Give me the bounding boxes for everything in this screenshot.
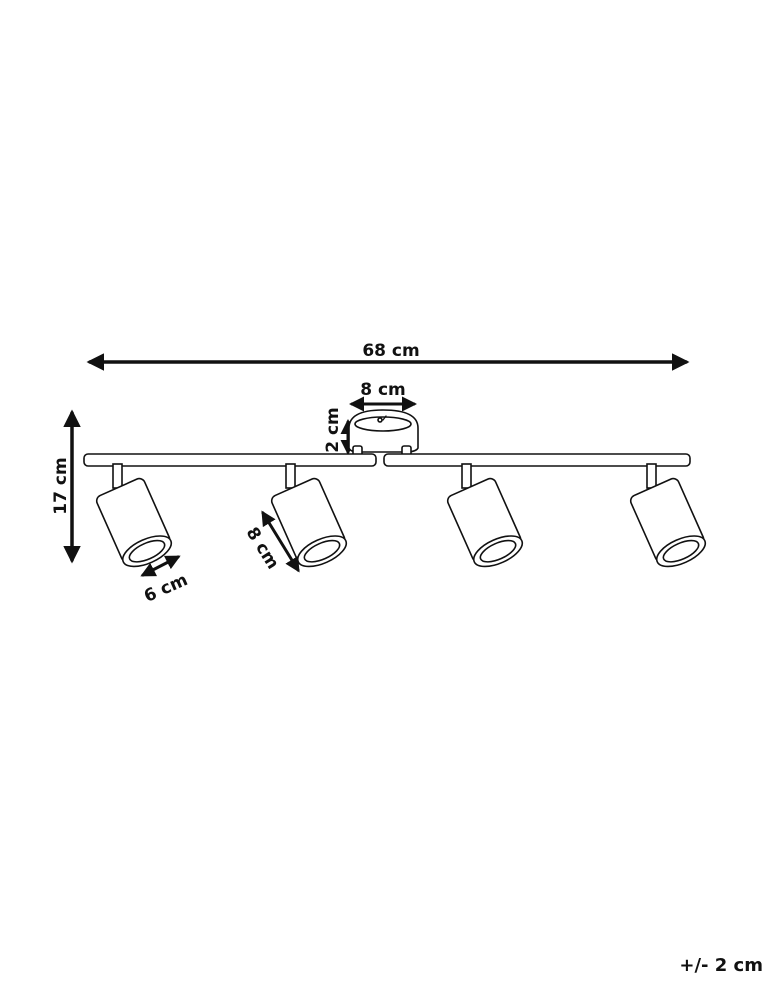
spot-stem-1 [112, 463, 123, 489]
width-label: 68 cm [362, 341, 419, 361]
spot-stem-4 [646, 463, 657, 489]
spot-lens-4 [662, 539, 700, 563]
bar-right [383, 453, 691, 467]
ceiling-base [348, 409, 419, 460]
spotlight-3 [446, 463, 524, 568]
shade-diameter-arrow [140, 555, 181, 577]
height-label: 17 cm [51, 457, 71, 514]
width-dimension: 68 cm [86, 341, 690, 371]
shade-length-label: 8 cm [242, 524, 283, 573]
base-width-label: 8 cm [360, 380, 406, 400]
base-screw [377, 417, 383, 423]
base-top-ellipse [354, 416, 412, 432]
shade-diameter-dimension: 6 cm [140, 555, 191, 607]
spotlight-1 [95, 463, 173, 568]
shade-diameter-label: 6 cm [141, 570, 191, 607]
spotlight-2 [270, 463, 348, 568]
height-dimension: 17 cm [51, 409, 81, 564]
base-height-dimension: 2 cm [323, 407, 356, 455]
shade-length-arrow [261, 510, 300, 573]
base-screw-slot [382, 415, 387, 421]
spot-lens-3 [479, 539, 517, 563]
track-bars [83, 453, 691, 467]
spot-lens-2 [303, 539, 341, 563]
bar-left [83, 453, 377, 467]
base-width-dimension: 8 cm [349, 380, 417, 412]
spot-stem-2 [285, 463, 296, 489]
spot-stem-3 [461, 463, 472, 489]
spotlight-4 [629, 463, 707, 568]
base-height-label: 2 cm [323, 407, 343, 453]
tolerance-note: +/- 2 cm [679, 955, 763, 976]
